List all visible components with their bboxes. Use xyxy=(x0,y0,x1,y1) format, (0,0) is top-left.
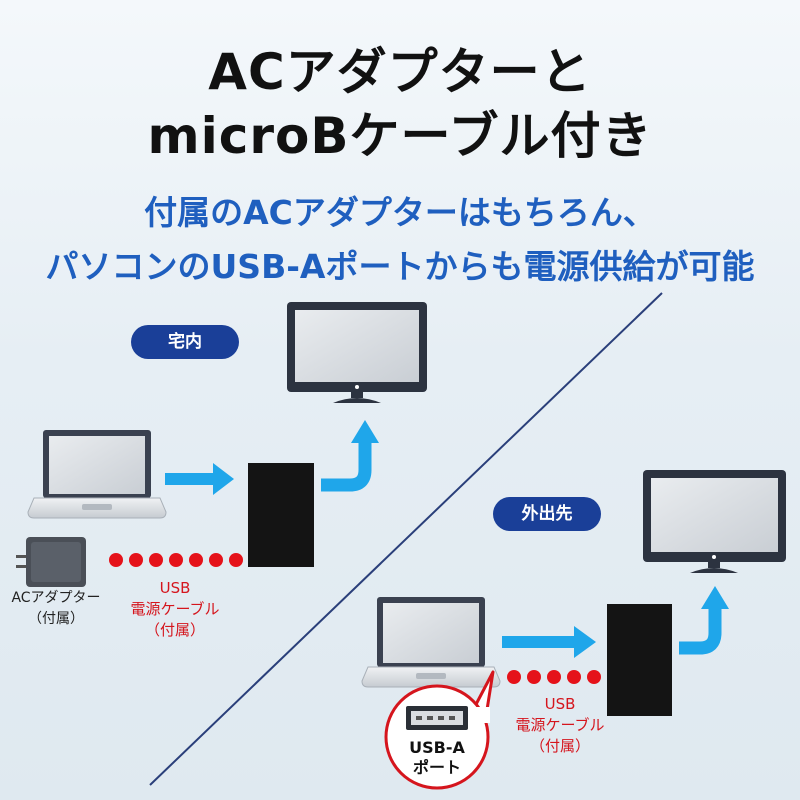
laptop-icon xyxy=(361,597,501,688)
usb-a-port-icon xyxy=(406,706,468,730)
title-line-2: microBケーブル付き xyxy=(147,107,653,165)
badge-outside: 外出先 xyxy=(493,497,601,531)
arrow-up-icon xyxy=(679,608,722,655)
usb-a-port-label: USB-A ポート xyxy=(409,738,465,777)
cable-label-outside: USB 電源ケーブル （付属） xyxy=(515,695,605,755)
monitor-icon xyxy=(643,470,786,573)
arrow-right-icon xyxy=(502,626,596,658)
cable-label-home: USB 電源ケーブル （付属） xyxy=(130,579,220,639)
cable-dots-outside xyxy=(507,670,601,684)
laptop-icon xyxy=(27,430,167,519)
badge-home: 宅内 xyxy=(131,325,239,359)
device-box xyxy=(607,604,672,716)
arrow-right-icon xyxy=(165,463,234,495)
device-box xyxy=(248,463,314,567)
arrow-up-icon xyxy=(321,442,372,492)
ac-adapter-icon xyxy=(16,537,86,587)
monitor-icon xyxy=(287,302,427,403)
subtitle-line-1: 付属のACアダプターはもちろん、 xyxy=(144,193,656,232)
subtitle-line-2: パソコンのUSB-Aポートからも電源供給が可能 xyxy=(45,247,755,286)
title-line-1: ACアダプターと xyxy=(208,43,592,101)
adapter-label: ACアダプター （付属） xyxy=(11,590,101,627)
divider-line xyxy=(149,292,663,786)
cable-dots-home xyxy=(109,553,243,567)
